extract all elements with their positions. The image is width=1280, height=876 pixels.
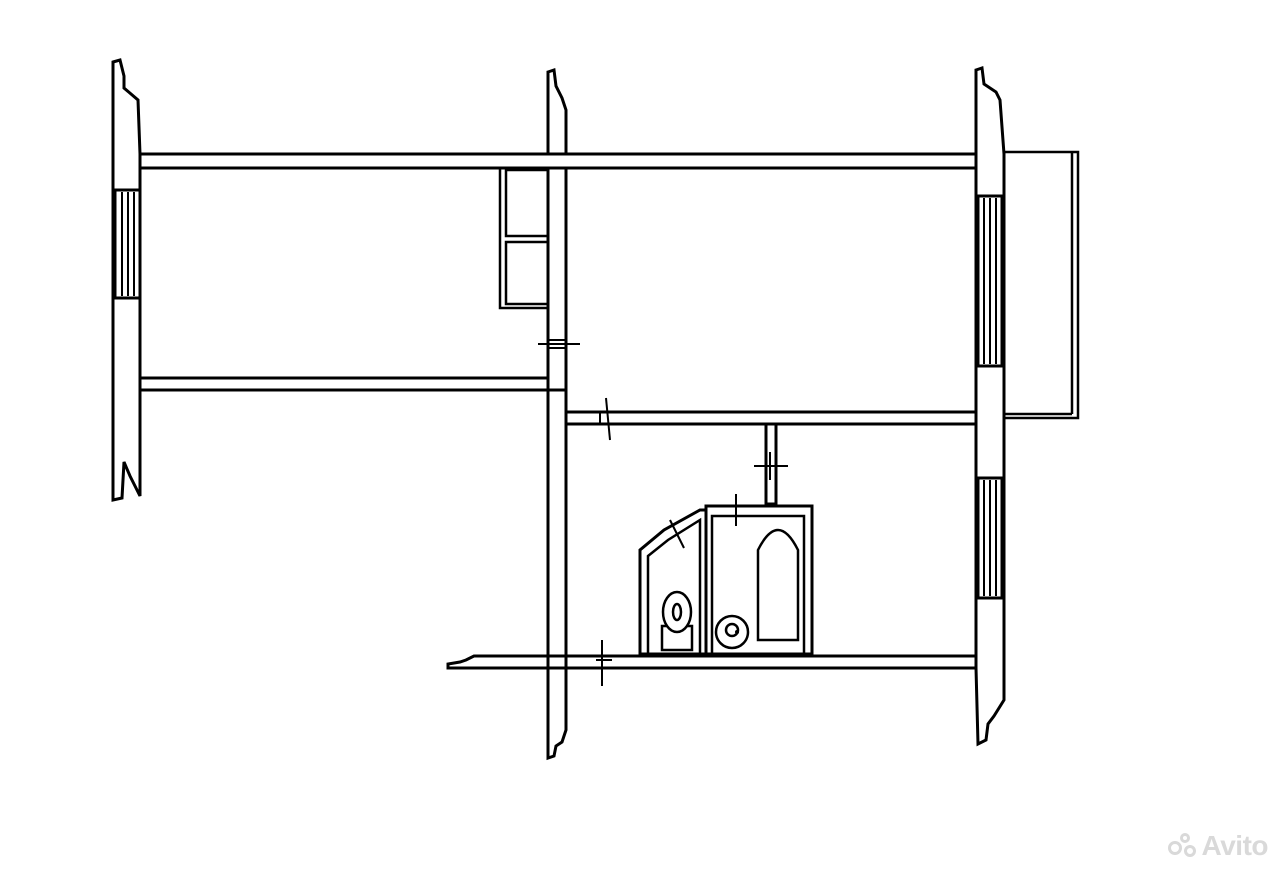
center-wall-upper: [546, 67, 568, 156]
center-wall-middle: [546, 166, 568, 414]
center-wall-bottom: [546, 666, 568, 761]
bathtub-icon: [756, 528, 800, 642]
right-lower-window: [976, 476, 1004, 600]
watermark-text: Avito: [1201, 830, 1269, 861]
left-room-divider: [138, 376, 550, 392]
entrance-stub: [446, 654, 550, 670]
bottom-wall: [564, 654, 978, 670]
toilet-room: [638, 508, 708, 656]
top-wall: [138, 152, 978, 170]
closet-upper: [498, 166, 550, 310]
balcony: [1002, 150, 1080, 420]
bathroom: [704, 504, 814, 656]
avito-watermark: Avito: [1167, 830, 1269, 862]
avito-logo-icon: [1167, 833, 1198, 859]
door-marks: [538, 339, 788, 686]
right-upper-window: [976, 194, 1004, 368]
right-middle-wall: [564, 410, 978, 426]
center-wall-lower: [546, 388, 568, 658]
left-window: [113, 188, 142, 300]
right-exterior-wall: [974, 65, 1006, 747]
